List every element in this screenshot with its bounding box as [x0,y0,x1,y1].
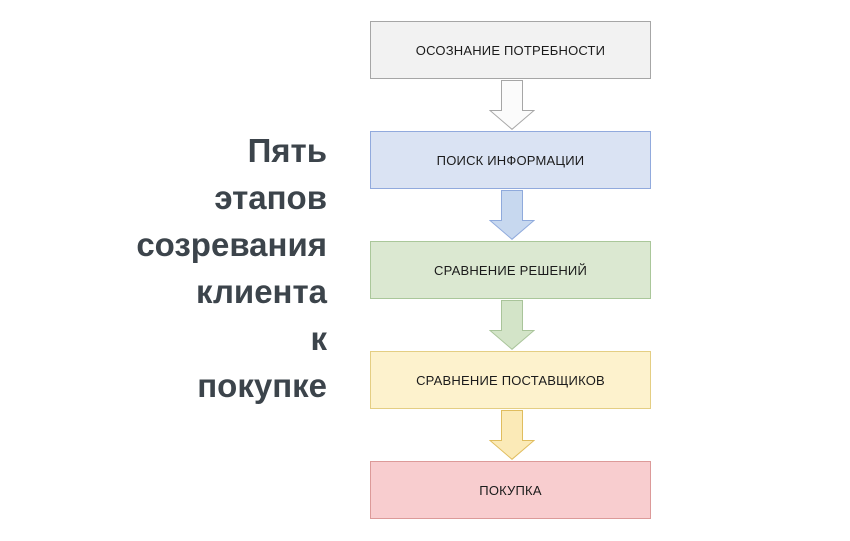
stage-box-vendor-comparison[interactable]: СРАВНЕНИЕ ПОСТАВЩИКОВ [370,351,651,409]
arrow-down-icon-1 [489,80,535,130]
title-line-1: Пять [247,132,327,169]
title-line-2: этапов [214,179,327,216]
title-line-5: к [310,320,327,357]
flow-column: ОСОЗНАНИЕ ПОТРЕБНОСТИ ПОИСК ИНФОРМАЦИИ С… [370,21,653,521]
stage-box-information-search[interactable]: ПОИСК ИНФОРМАЦИИ [370,131,651,189]
stage-label-3: СРАВНЕНИЕ РЕШЕНИЙ [433,262,587,278]
arrow-down-icon-4 [489,410,535,460]
title-line-3: созревания [136,226,327,263]
stage-box-purchase[interactable]: ПОКУПКА [370,461,651,519]
arrow-down-icon-3 [489,300,535,350]
title-line-6: покупке [197,367,327,404]
stage-label-4: СРАВНЕНИЕ ПОСТАВЩИКОВ [416,372,605,388]
stage-box-awareness[interactable]: ОСОЗНАНИЕ ПОТРЕБНОСТИ [370,21,651,79]
diagram-title: Пять этапов созревания клиента к покупке [60,127,327,409]
arrow-down-icon-2 [489,190,535,240]
stage-label-5: ПОКУПКА [479,482,542,498]
stage-label-1: ОСОЗНАНИЕ ПОТРЕБНОСТИ [415,42,606,58]
stage-label-2: ПОИСК ИНФОРМАЦИИ [436,152,585,168]
stage-box-solution-comparison[interactable]: СРАВНЕНИЕ РЕШЕНИЙ [370,241,651,299]
title-line-4: клиента [196,273,327,310]
